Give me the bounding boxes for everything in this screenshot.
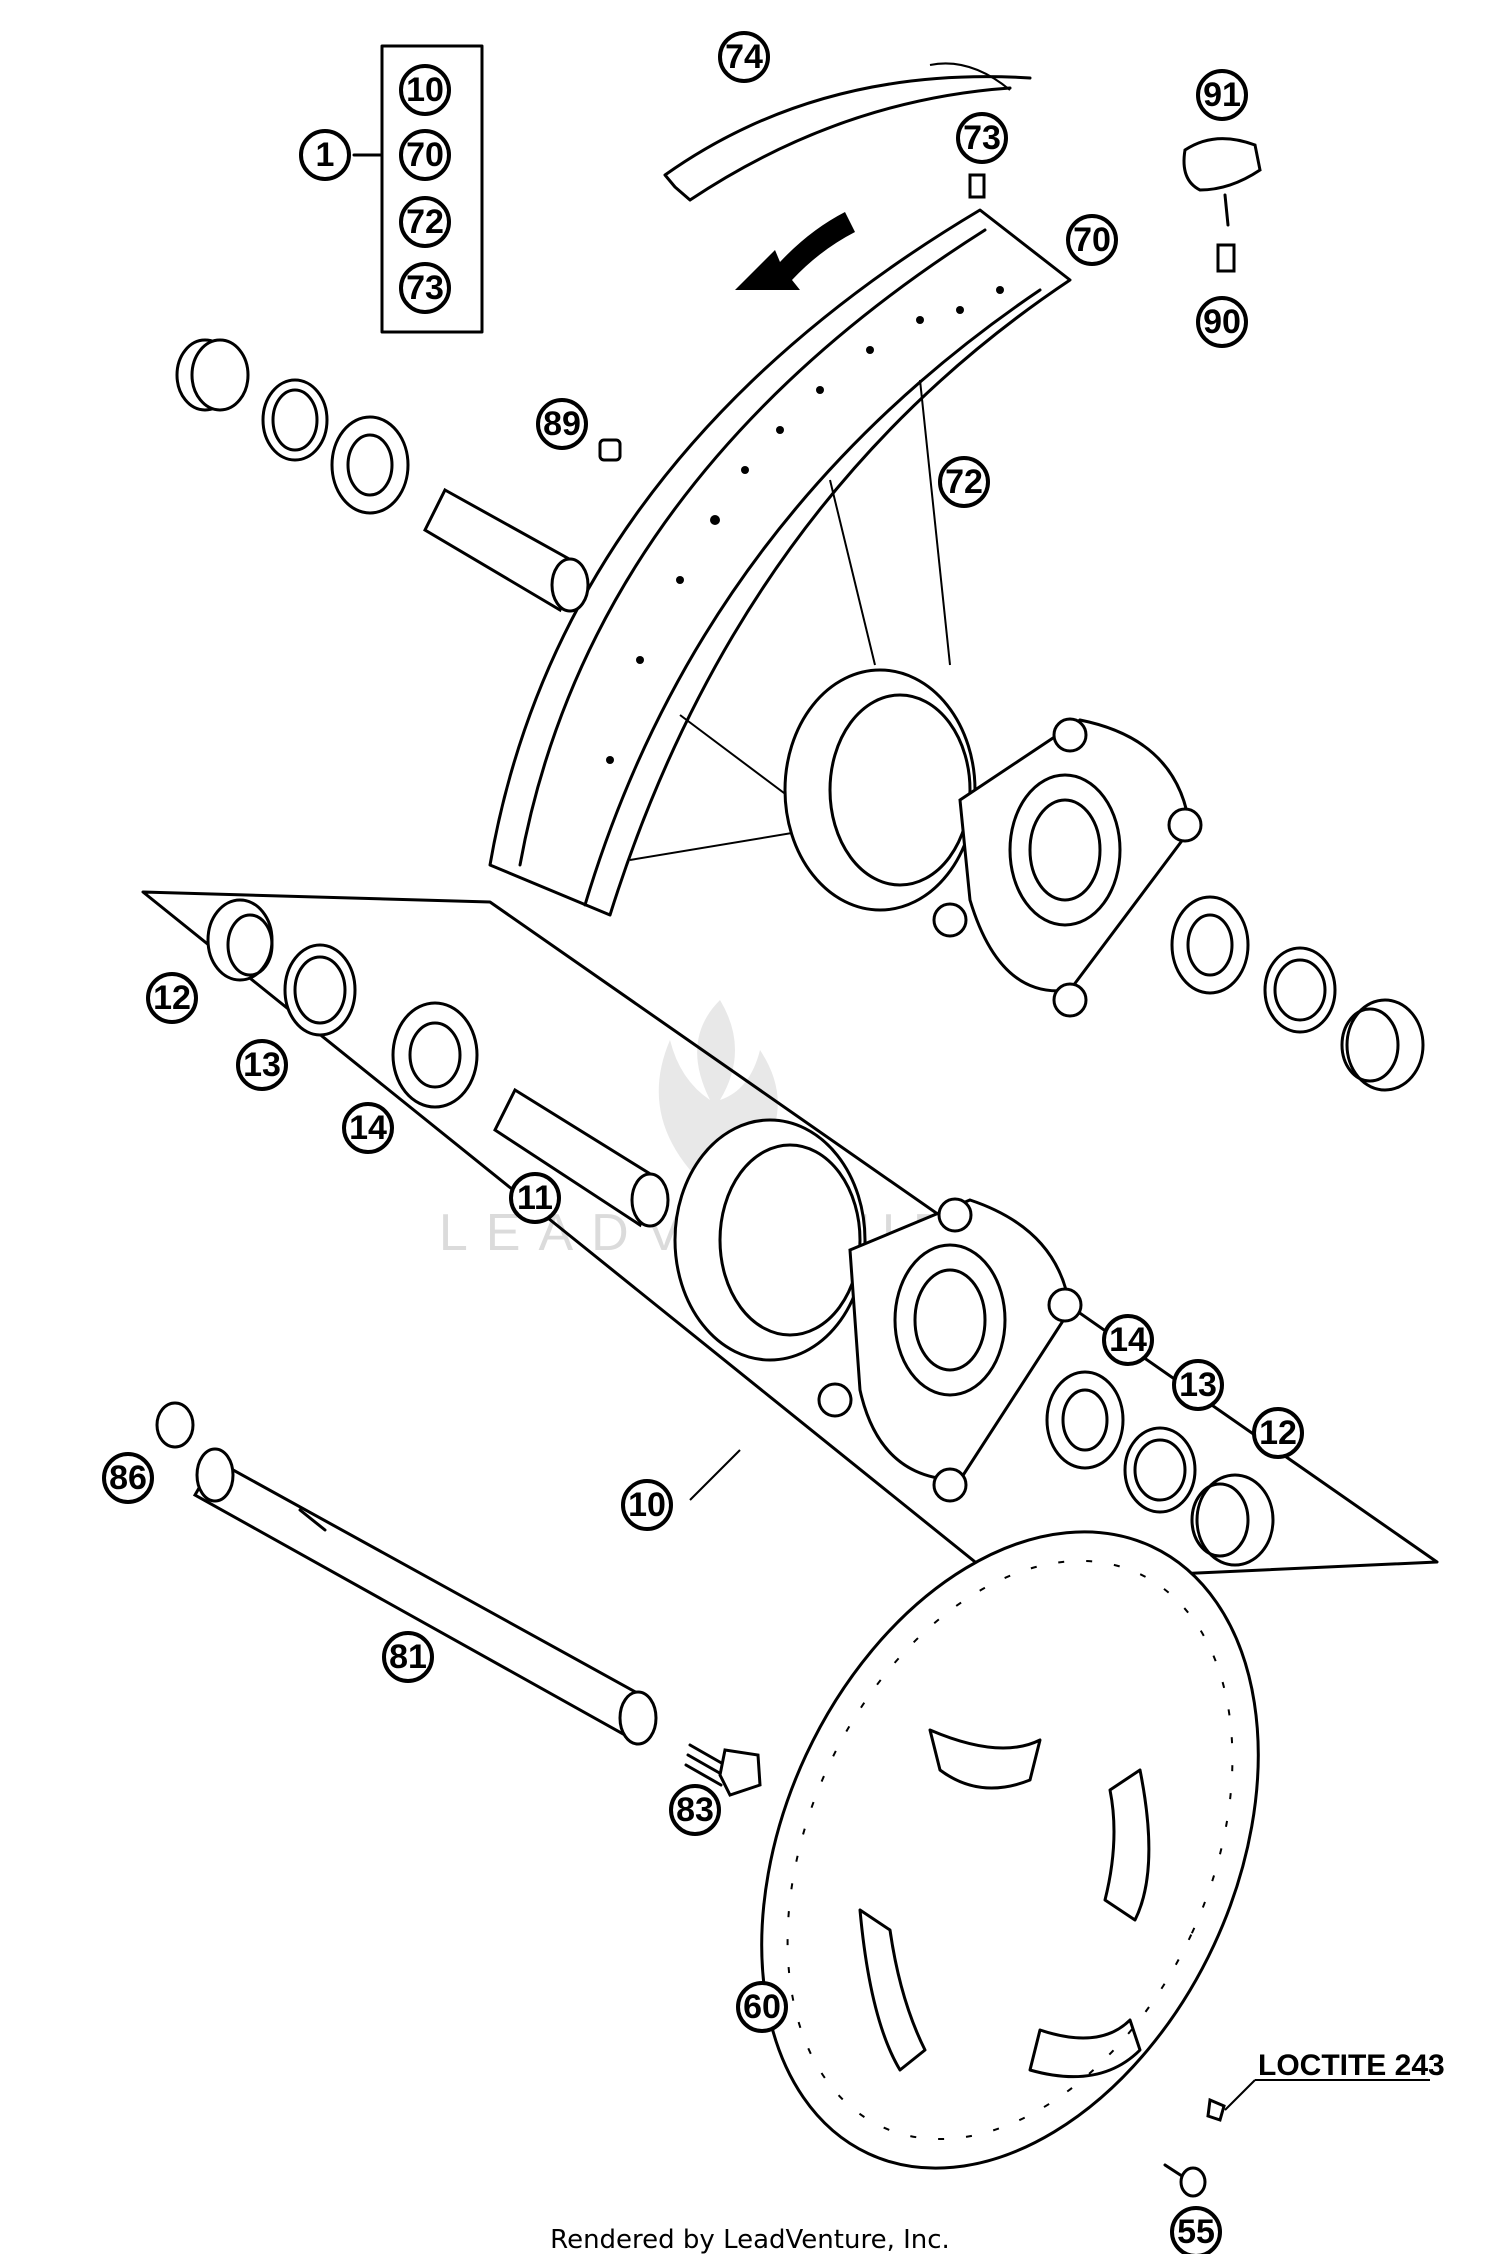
svg-text:1: 1 bbox=[316, 136, 335, 174]
top-right-bearings bbox=[1170, 895, 1425, 1092]
callout-14-right: 14 bbox=[1102, 1314, 1154, 1366]
svg-text:55: 55 bbox=[1177, 2213, 1215, 2251]
callout-13-left: 13 bbox=[236, 1039, 288, 1091]
loctite-label: LOCTITE 243 bbox=[1258, 2049, 1445, 2082]
svg-text:11: 11 bbox=[517, 1179, 553, 1217]
svg-text:86: 86 bbox=[109, 1459, 147, 1497]
svg-text:10: 10 bbox=[406, 71, 444, 109]
callout-11: 11 bbox=[509, 1172, 561, 1224]
svg-text:90: 90 bbox=[1203, 303, 1241, 341]
hub-bearings-right bbox=[1045, 1370, 1275, 1567]
callout-10-kit: 10 bbox=[399, 64, 451, 116]
svg-text:13: 13 bbox=[1179, 1366, 1217, 1404]
svg-text:72: 72 bbox=[945, 463, 983, 501]
spacer-89 bbox=[598, 438, 622, 462]
kit-box bbox=[380, 44, 484, 334]
spacer-86 bbox=[155, 1401, 195, 1449]
hub-bearings-left bbox=[206, 898, 670, 1228]
callout-60: 60 bbox=[736, 1981, 788, 2033]
callout-72: 72 bbox=[938, 456, 990, 508]
valve-nut-90 bbox=[1216, 243, 1236, 273]
callout-91: 91 bbox=[1196, 69, 1248, 121]
callout-83: 83 bbox=[669, 1784, 721, 1836]
svg-text:14: 14 bbox=[349, 1109, 387, 1147]
svg-text:10: 10 bbox=[628, 1486, 666, 1524]
bolt-83 bbox=[684, 1743, 762, 1797]
svg-text:12: 12 bbox=[153, 979, 191, 1017]
svg-text:13: 13 bbox=[243, 1046, 281, 1084]
callout-70: 70 bbox=[1066, 214, 1118, 266]
kit-group bbox=[352, 44, 484, 334]
rim bbox=[488, 208, 1072, 917]
footer-credit: Rendered by LeadVenture, Inc. bbox=[550, 2225, 950, 2254]
callout-14-left: 14 bbox=[342, 1102, 394, 1154]
svg-text:83: 83 bbox=[676, 1791, 714, 1829]
callout-73: 73 bbox=[956, 112, 1008, 164]
svg-text:12: 12 bbox=[1259, 1414, 1297, 1452]
nipple-73 bbox=[968, 173, 986, 199]
axle-81 bbox=[192, 1447, 658, 1746]
callout-70-kit: 70 bbox=[399, 129, 451, 181]
svg-text:74: 74 bbox=[725, 38, 763, 76]
callout-74: 74 bbox=[718, 31, 770, 83]
svg-text:60: 60 bbox=[743, 1988, 781, 2026]
svg-text:73: 73 bbox=[963, 119, 1001, 157]
callout-12-left: 12 bbox=[146, 972, 198, 1024]
valve-91 bbox=[1182, 137, 1262, 227]
callout-55: 55 bbox=[1170, 2206, 1222, 2254]
svg-text:70: 70 bbox=[1073, 221, 1111, 259]
svg-text:89: 89 bbox=[543, 405, 581, 443]
callout-1: 1 bbox=[299, 129, 351, 181]
callout-90: 90 bbox=[1196, 296, 1248, 348]
callout-10: 10 bbox=[621, 1479, 673, 1531]
callout-89: 89 bbox=[536, 398, 588, 450]
svg-text:91: 91 bbox=[1203, 76, 1241, 114]
callout-81: 81 bbox=[382, 1631, 434, 1683]
svg-text:81: 81 bbox=[389, 1638, 427, 1676]
callout-13-right: 13 bbox=[1172, 1359, 1224, 1411]
rim-tape bbox=[663, 75, 1032, 202]
top-bearings bbox=[175, 338, 590, 613]
callout-73-kit: 73 bbox=[399, 262, 451, 314]
callout-12-right: 12 bbox=[1252, 1407, 1304, 1459]
screw-55 bbox=[1163, 2163, 1207, 2198]
svg-text:73: 73 bbox=[406, 269, 444, 307]
callout-86: 86 bbox=[102, 1452, 154, 1504]
rotation-arrow bbox=[735, 212, 855, 290]
brake-disc-60 bbox=[760, 1530, 1260, 2170]
hub-assembled bbox=[783, 668, 1203, 1018]
callout-72-kit: 72 bbox=[399, 196, 451, 248]
svg-text:14: 14 bbox=[1109, 1321, 1147, 1359]
hub-10 bbox=[673, 1118, 1083, 1503]
hub-kit-frame bbox=[141, 890, 1439, 1584]
svg-text:72: 72 bbox=[406, 203, 444, 241]
svg-text:70: 70 bbox=[406, 136, 444, 174]
loctite-note: LOCTITE 243 bbox=[1206, 2049, 1445, 2122]
